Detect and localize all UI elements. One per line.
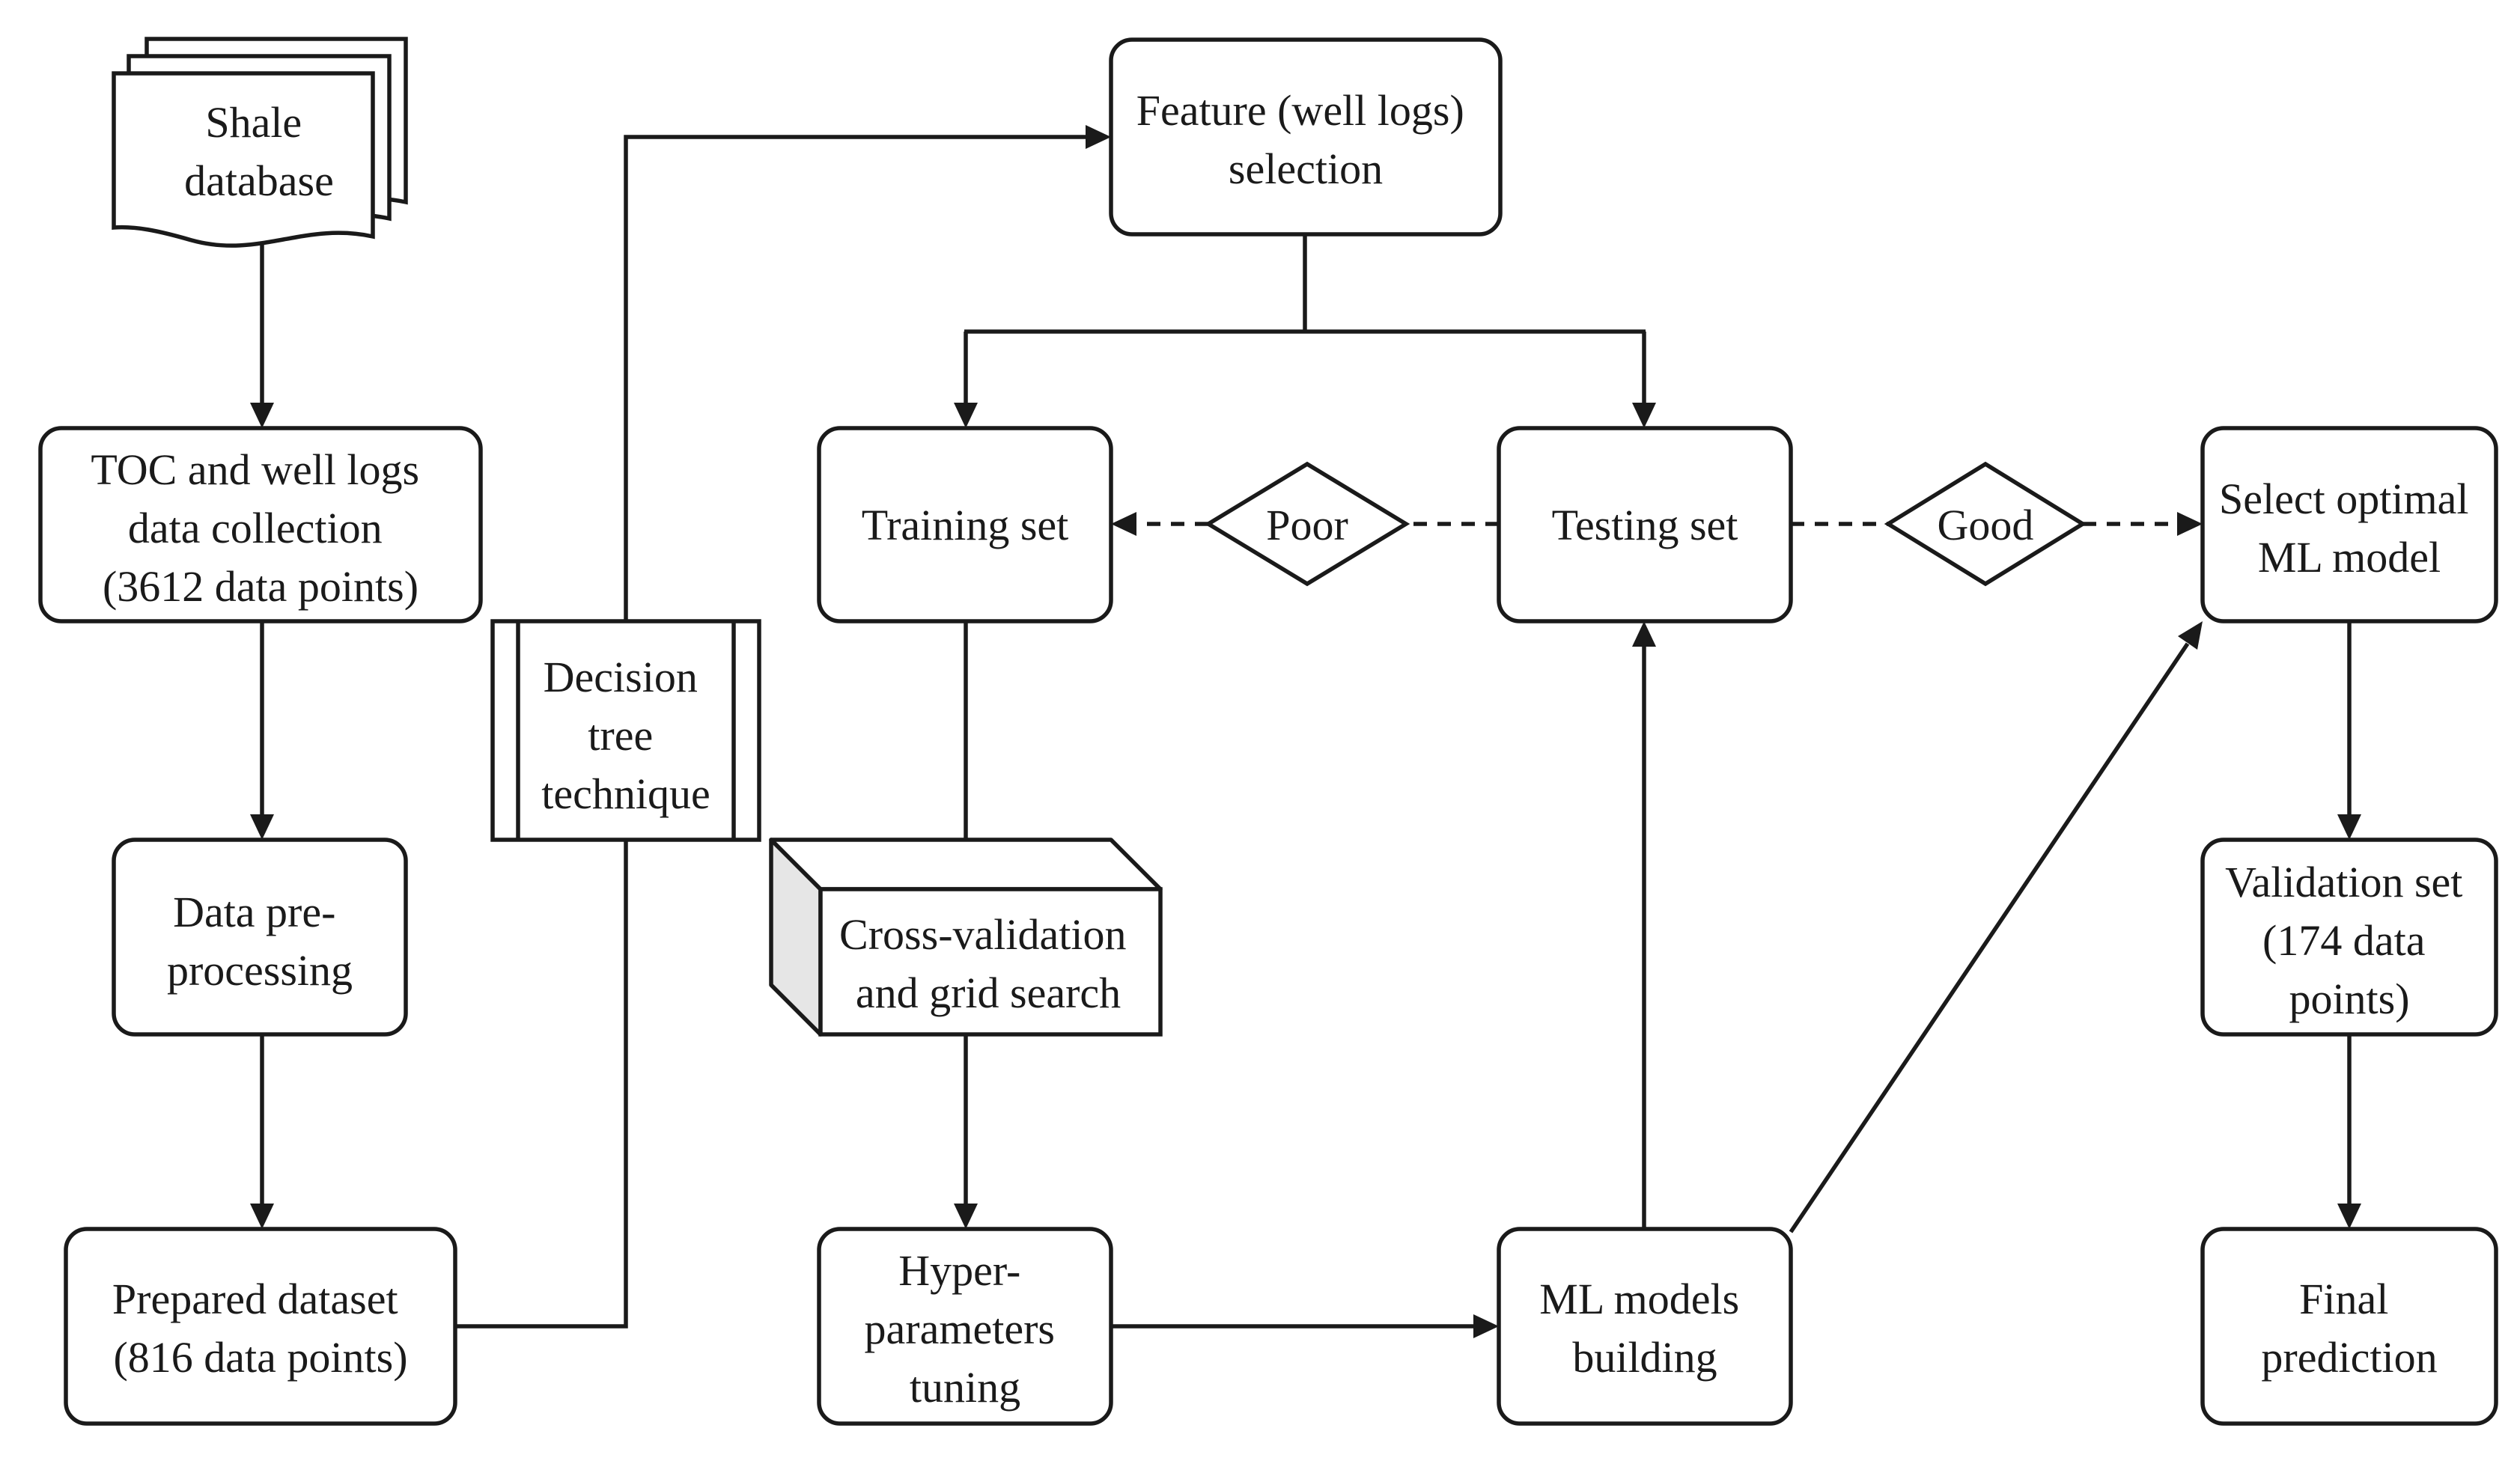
- text-line: database: [184, 156, 334, 205]
- ml-models-label: ML models building: [1539, 1275, 1750, 1382]
- text-line: tree: [588, 711, 653, 760]
- arrowhead: [954, 1204, 978, 1229]
- node-ml-models-building: ML models building: [1497, 1227, 1793, 1426]
- feature-selection-label: Feature (well logs) selection: [1136, 86, 1476, 193]
- text-line: ML models: [1539, 1275, 1739, 1323]
- node-shale-database: Shale database: [112, 37, 408, 248]
- arrowhead: [250, 403, 274, 428]
- good-label: Good: [1938, 501, 2034, 549]
- text-line: Prepared dataset: [112, 1275, 398, 1323]
- text-line: TOC and well logs: [91, 445, 419, 494]
- validation-set-label: Validation set (174 data points): [2225, 858, 2474, 1023]
- text-line: points): [2289, 974, 2409, 1023]
- text-line: tuning: [910, 1363, 1020, 1412]
- select-optimal-label: Select optimal ML model: [2219, 475, 2480, 582]
- node-training-set: Training set: [817, 426, 1113, 623]
- node-cross-validation: Cross-validation and grid search: [769, 838, 1163, 1037]
- text-line: Good: [1938, 501, 2034, 549]
- arrowhead: [250, 814, 274, 840]
- text-line: Testing set: [1552, 501, 1738, 549]
- testing-set-label: Testing set: [1552, 501, 1738, 549]
- text-line: Shale: [205, 98, 302, 147]
- text-line: Feature (well logs): [1136, 86, 1464, 135]
- node-feature-selection: Feature (well logs) selection: [1109, 37, 1503, 237]
- text-line: Hyper-: [898, 1246, 1020, 1295]
- text-line: (3612 data points): [103, 562, 419, 611]
- text-line: Cross-validation: [839, 910, 1126, 959]
- node-poor-decision: Poor: [1204, 461, 1410, 587]
- cross-validation-label: Cross-validation and grid search: [839, 910, 1137, 1017]
- arrowhead: [954, 403, 978, 428]
- training-set-label: Training set: [862, 501, 1069, 549]
- text-line: parameters: [865, 1305, 1055, 1353]
- text-line: technique: [541, 769, 710, 818]
- text-line: Select optimal: [2219, 475, 2468, 523]
- arrowhead: [250, 1204, 274, 1229]
- text-line: Validation set: [2225, 858, 2462, 906]
- node-good-decision: Good: [1884, 461, 2087, 587]
- text-line: selection: [1229, 144, 1383, 193]
- final-prediction-label: Final prediction: [2261, 1275, 2437, 1382]
- text-line: data collection: [128, 504, 383, 552]
- toc-collection-label: TOC and well logs data collection (3612 …: [91, 445, 430, 611]
- text-line: (816 data points): [113, 1333, 407, 1382]
- preprocessing-label: Data pre- processing: [167, 888, 353, 995]
- arrowhead: [1632, 403, 1656, 428]
- text-line: building: [1572, 1333, 1717, 1382]
- text-line: and grid search: [856, 969, 1121, 1017]
- arrowhead: [2337, 814, 2361, 840]
- node-prepared-dataset: Prepared dataset (816 data points): [64, 1227, 457, 1426]
- arrowhead: [1473, 1314, 1499, 1338]
- connectors: [250, 125, 2361, 1338]
- edge-ml-to-select: [1789, 642, 2190, 1233]
- node-testing-set: Testing set: [1497, 426, 1793, 623]
- arrowhead: [1086, 125, 1111, 149]
- arrowhead: [2337, 1204, 2361, 1229]
- hyperparameters-label: Hyper- parameters tuning: [865, 1246, 1066, 1412]
- text-line: Final: [2299, 1275, 2388, 1323]
- node-validation-set: Validation set (174 data points): [2200, 838, 2498, 1037]
- arrowhead: [2177, 512, 2203, 536]
- node-final-prediction: Final prediction: [2200, 1227, 2498, 1426]
- node-select-optimal-model: Select optimal ML model: [2200, 426, 2498, 623]
- node-hyperparameters-tuning: Hyper- parameters tuning: [817, 1227, 1113, 1426]
- arrowhead: [1111, 512, 1136, 536]
- text-line: Decision: [544, 653, 698, 701]
- text-line: Data pre-: [173, 888, 335, 936]
- node-toc-data-collection: TOC and well logs data collection (3612 …: [38, 426, 483, 623]
- arrowhead: [1632, 621, 1656, 647]
- arrowhead: [2178, 621, 2203, 650]
- decision-tree-label: Decision tree technique: [541, 653, 710, 818]
- prepared-dataset-label: Prepared dataset (816 data points): [112, 1275, 409, 1382]
- shale-database-label: Shale database: [184, 98, 334, 205]
- text-line: processing: [167, 946, 353, 995]
- text-line: Poor: [1266, 501, 1348, 549]
- text-line: ML model: [2258, 533, 2441, 582]
- node-decision-tree: Decision tree technique: [490, 619, 761, 842]
- text-line: (174 data: [2262, 916, 2425, 965]
- node-data-preprocessing: Data pre- processing: [112, 838, 408, 1037]
- text-line: Training set: [862, 501, 1069, 549]
- text-line: prediction: [2261, 1333, 2437, 1382]
- poor-label: Poor: [1266, 501, 1348, 549]
